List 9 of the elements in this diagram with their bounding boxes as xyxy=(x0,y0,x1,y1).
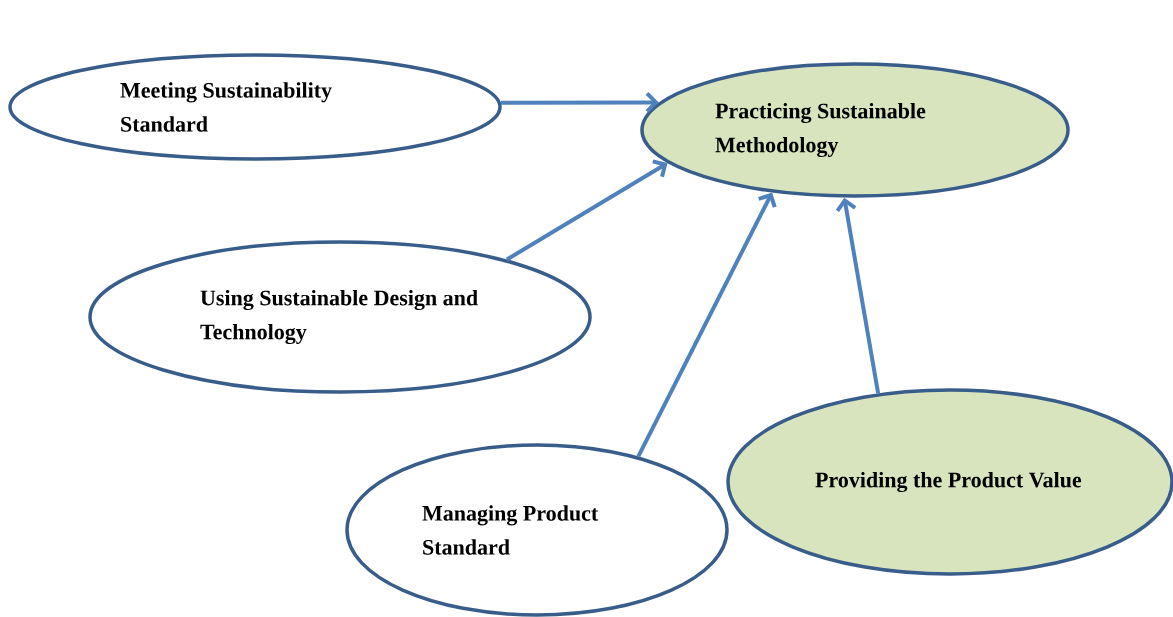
arrow xyxy=(505,159,668,262)
ellipse-node: Providing the Product Value xyxy=(726,388,1173,576)
arrow xyxy=(636,192,777,458)
arrow xyxy=(500,92,659,113)
ellipse-node: Practicing Sustainable Methodology xyxy=(640,62,1070,198)
ellipse-node: Using Sustainable Design and Technology xyxy=(88,240,592,394)
ellipse-node: Managing Product Standard xyxy=(345,443,729,617)
arrow xyxy=(835,197,881,394)
ellipse-node: Meeting Sustainability Standard xyxy=(8,53,502,161)
